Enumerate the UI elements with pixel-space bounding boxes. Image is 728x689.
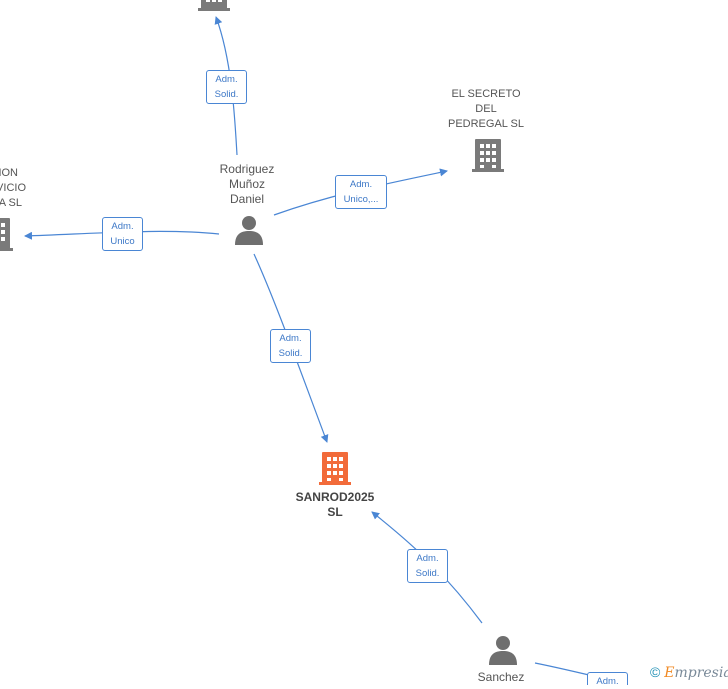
edge-label-rodriguez-sanrod[interactable]: Adm. Solid.: [270, 329, 311, 363]
edge-label-rodriguez-secreto[interactable]: Adm. Unico,...: [335, 175, 387, 209]
left-company-node[interactable]: [0, 218, 13, 251]
sanrod-node[interactable]: [319, 452, 351, 485]
edge-label-line: Adm.: [416, 553, 439, 564]
label-line: SANROD2025: [295, 490, 375, 504]
edge-label-line: Adm.: [111, 221, 134, 232]
edge-label-rodriguez-top[interactable]: Adm. Solid.: [206, 70, 247, 104]
left-company-label: ION VICIO A SL: [0, 166, 40, 211]
sanrod-label: SANROD2025 SL: [285, 490, 385, 520]
edge-label-rodriguez-left[interactable]: Adm. Unico: [102, 217, 143, 251]
label-line: Muñoz: [228, 177, 266, 191]
edge-label-sanchez-sanrod[interactable]: Adm. Solid.: [407, 549, 448, 583]
person-icon: [489, 636, 517, 665]
building-icon: [0, 218, 13, 251]
el-secreto-label: EL SECRETO DEL PEDREGAL SL: [436, 87, 536, 132]
label-line: A SL: [0, 197, 22, 209]
edge-label-line: Unico: [110, 236, 135, 247]
label-line: VICIO: [0, 182, 26, 194]
label-line: SL: [327, 505, 343, 519]
copyright-symbol: ©: [650, 664, 661, 680]
edge-label-line: Adm.: [349, 179, 373, 190]
el-secreto-node[interactable]: [472, 139, 504, 172]
label-line: EL SECRETO: [451, 88, 521, 100]
edge-label-line: Adm.: [279, 333, 302, 344]
building-icon: [319, 452, 351, 485]
sanchez-label: Sanchez: [451, 670, 551, 685]
brand-rest: mpresia: [674, 665, 728, 681]
edge-label-line: Unico,...: [343, 194, 379, 205]
building-icon: [472, 139, 504, 172]
label-line: ION: [0, 167, 18, 179]
top-company-node[interactable]: [198, 0, 230, 11]
label-line: DEL: [475, 103, 497, 115]
building-icon: [198, 0, 230, 11]
label-line: PEDREGAL SL: [447, 118, 524, 130]
edge-label-sanchez-right[interactable]: Adm.: [587, 672, 628, 687]
edge-label-line: Solid.: [214, 89, 239, 100]
sanchez-node[interactable]: [489, 636, 517, 665]
label-line: Sanchez: [477, 670, 525, 684]
rodriguez-node[interactable]: [235, 216, 263, 245]
edge-label-line: Solid.: [415, 568, 440, 579]
edge-label-line: Adm.: [596, 676, 619, 687]
empresia-watermark: © Empresia: [650, 664, 728, 681]
edge-label-line: Solid.: [278, 348, 303, 359]
rodriguez-label: Rodriguez Muñoz Daniel: [197, 162, 297, 207]
label-line: Daniel: [229, 192, 265, 206]
brand-initial: E: [664, 665, 675, 681]
label-line: Rodriguez: [219, 162, 275, 176]
brand-name: Empresia: [664, 665, 728, 681]
person-icon: [235, 216, 263, 245]
edge-label-line: Adm.: [215, 74, 238, 85]
